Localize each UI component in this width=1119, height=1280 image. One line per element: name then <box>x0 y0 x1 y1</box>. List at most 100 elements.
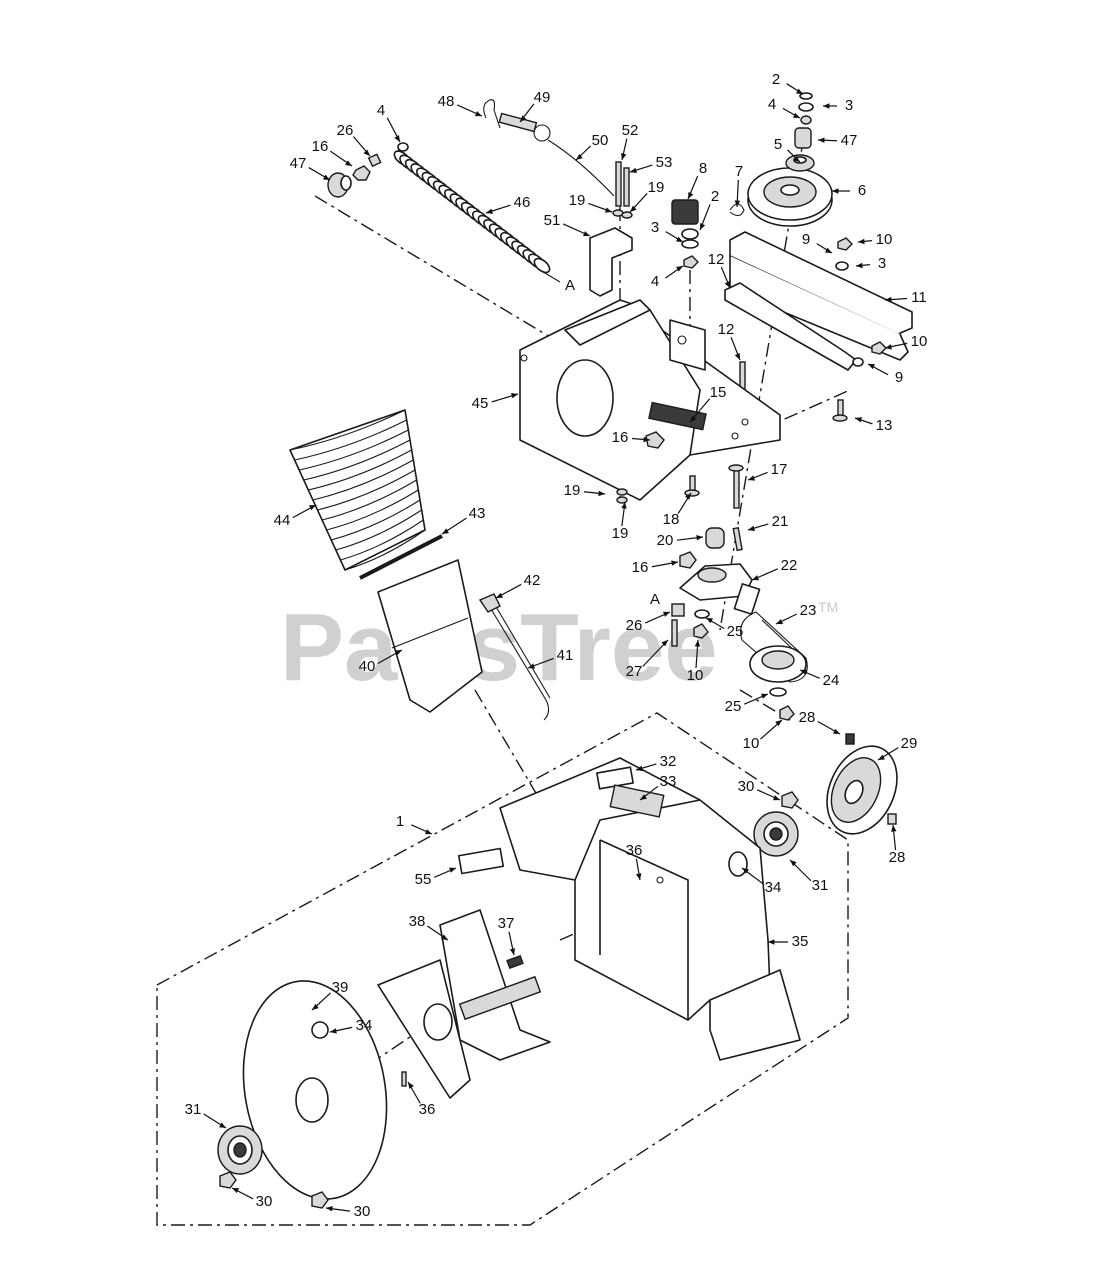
callout-label: 34 <box>765 879 782 896</box>
callout-35: 35 <box>768 933 808 950</box>
callout-36: 36 <box>407 1081 436 1118</box>
callout-label: 53 <box>656 154 673 171</box>
spring-hardware <box>327 142 409 198</box>
callout-label: 13 <box>876 417 893 434</box>
callout-19: 19 <box>564 482 606 499</box>
callout-label: 25 <box>725 698 742 715</box>
callout-4: 4 <box>768 96 801 119</box>
callout-label: 3 <box>878 255 886 272</box>
callout-label: 48 <box>438 93 455 110</box>
callout-label: 19 <box>612 525 629 542</box>
callout-16: 16 <box>312 138 353 167</box>
callout-label: 40 <box>359 658 376 675</box>
callout-37: 37 <box>498 915 516 956</box>
callout-label: 37 <box>498 915 515 932</box>
callout-50: 50 <box>575 132 609 161</box>
callout-label: 46 <box>514 194 531 211</box>
knob-hardware <box>671 199 699 269</box>
callout-label: 30 <box>354 1203 371 1220</box>
callout-label: 36 <box>419 1101 436 1118</box>
callout-label: 8 <box>699 160 707 177</box>
bearing-right <box>753 791 799 857</box>
callout-42: 42 <box>495 572 540 599</box>
extension-spring <box>393 149 561 283</box>
callout-label: 3 <box>651 219 659 236</box>
callout-label: 2 <box>711 188 719 205</box>
watermark-text: PartsTree <box>280 594 718 701</box>
idler-pulley-upper <box>729 92 833 227</box>
callout-51: 51 <box>544 212 591 237</box>
callout-3: 3 <box>855 255 886 272</box>
callout-47: 47 <box>290 155 331 181</box>
callout-label: 18 <box>663 511 680 528</box>
callout-10: 10 <box>743 719 783 752</box>
callout-label: 16 <box>612 429 629 446</box>
assembly-boundary <box>156 712 849 1226</box>
callout-53: 53 <box>629 154 673 173</box>
callout-label: 50 <box>592 132 609 149</box>
callout-41: 41 <box>527 647 573 669</box>
callout-30: 30 <box>738 778 781 801</box>
callout-label: 1 <box>396 813 404 830</box>
callout-20: 20 <box>657 532 704 549</box>
mid-bolts <box>616 464 744 509</box>
callout-label: 29 <box>901 735 918 752</box>
callout-52: 52 <box>621 122 638 161</box>
callout-label: 55 <box>415 871 432 888</box>
callout-label: 34 <box>356 1017 373 1034</box>
callout-label: 28 <box>889 849 906 866</box>
callout-label: 16 <box>632 559 649 576</box>
callout-label: 47 <box>841 132 858 149</box>
callout-11: 11 <box>884 289 927 306</box>
callout-49: 49 <box>519 89 550 123</box>
impeller <box>377 909 551 1099</box>
callout-label: 43 <box>469 505 486 522</box>
callout-32: 32 <box>635 753 676 772</box>
callout-label: 10 <box>876 231 893 248</box>
callout-label: 4 <box>377 102 385 119</box>
callout-label: 39 <box>332 979 349 996</box>
callout-25: 25 <box>705 617 743 640</box>
callout-40: 40 <box>359 649 403 675</box>
callout-28: 28 <box>889 824 906 866</box>
callout-19: 19 <box>629 179 665 213</box>
callout-label: 51 <box>544 212 561 229</box>
callout-label: 2 <box>772 71 780 88</box>
callout-A: A <box>650 591 660 608</box>
callout-3: 3 <box>651 219 684 243</box>
callout-label: 23 <box>800 602 817 619</box>
flexible-chute <box>289 409 426 571</box>
callout-label: 12 <box>708 251 725 268</box>
callout-46: 46 <box>485 194 531 214</box>
callout-26: 26 <box>337 122 371 157</box>
callout-26: 26 <box>626 611 671 634</box>
callout-10: 10 <box>884 333 928 350</box>
callout-label: 9 <box>802 231 810 248</box>
callout-25: 25 <box>725 693 769 715</box>
callout-label: 4 <box>651 273 659 290</box>
callout-17: 17 <box>747 461 787 481</box>
callout-label: 10 <box>743 735 760 752</box>
drive-pulley <box>826 733 898 835</box>
watermark-tm: TM <box>818 599 838 615</box>
bearing-left <box>217 1125 329 1209</box>
chute-bracket <box>519 299 781 501</box>
callout-34: 34 <box>741 867 782 896</box>
callout-label: 30 <box>738 778 755 795</box>
chute-rod <box>359 534 443 580</box>
pin-and-cable <box>483 99 615 197</box>
callout-label: 7 <box>735 163 743 180</box>
callout-label: 45 <box>472 395 489 412</box>
lower-chute <box>377 559 483 713</box>
callout-6: 6 <box>832 182 866 199</box>
arm-hardware <box>739 237 887 422</box>
callout-label: 10 <box>911 333 928 350</box>
callout-2: 2 <box>772 71 804 95</box>
callout-label: 19 <box>648 179 665 196</box>
callout-label: 35 <box>792 933 809 950</box>
callout-28: 28 <box>799 709 841 735</box>
callout-48: 48 <box>438 93 483 117</box>
callout-label: 27 <box>626 663 643 680</box>
callout-34: 34 <box>329 1017 373 1034</box>
callout-label: A <box>650 591 660 608</box>
